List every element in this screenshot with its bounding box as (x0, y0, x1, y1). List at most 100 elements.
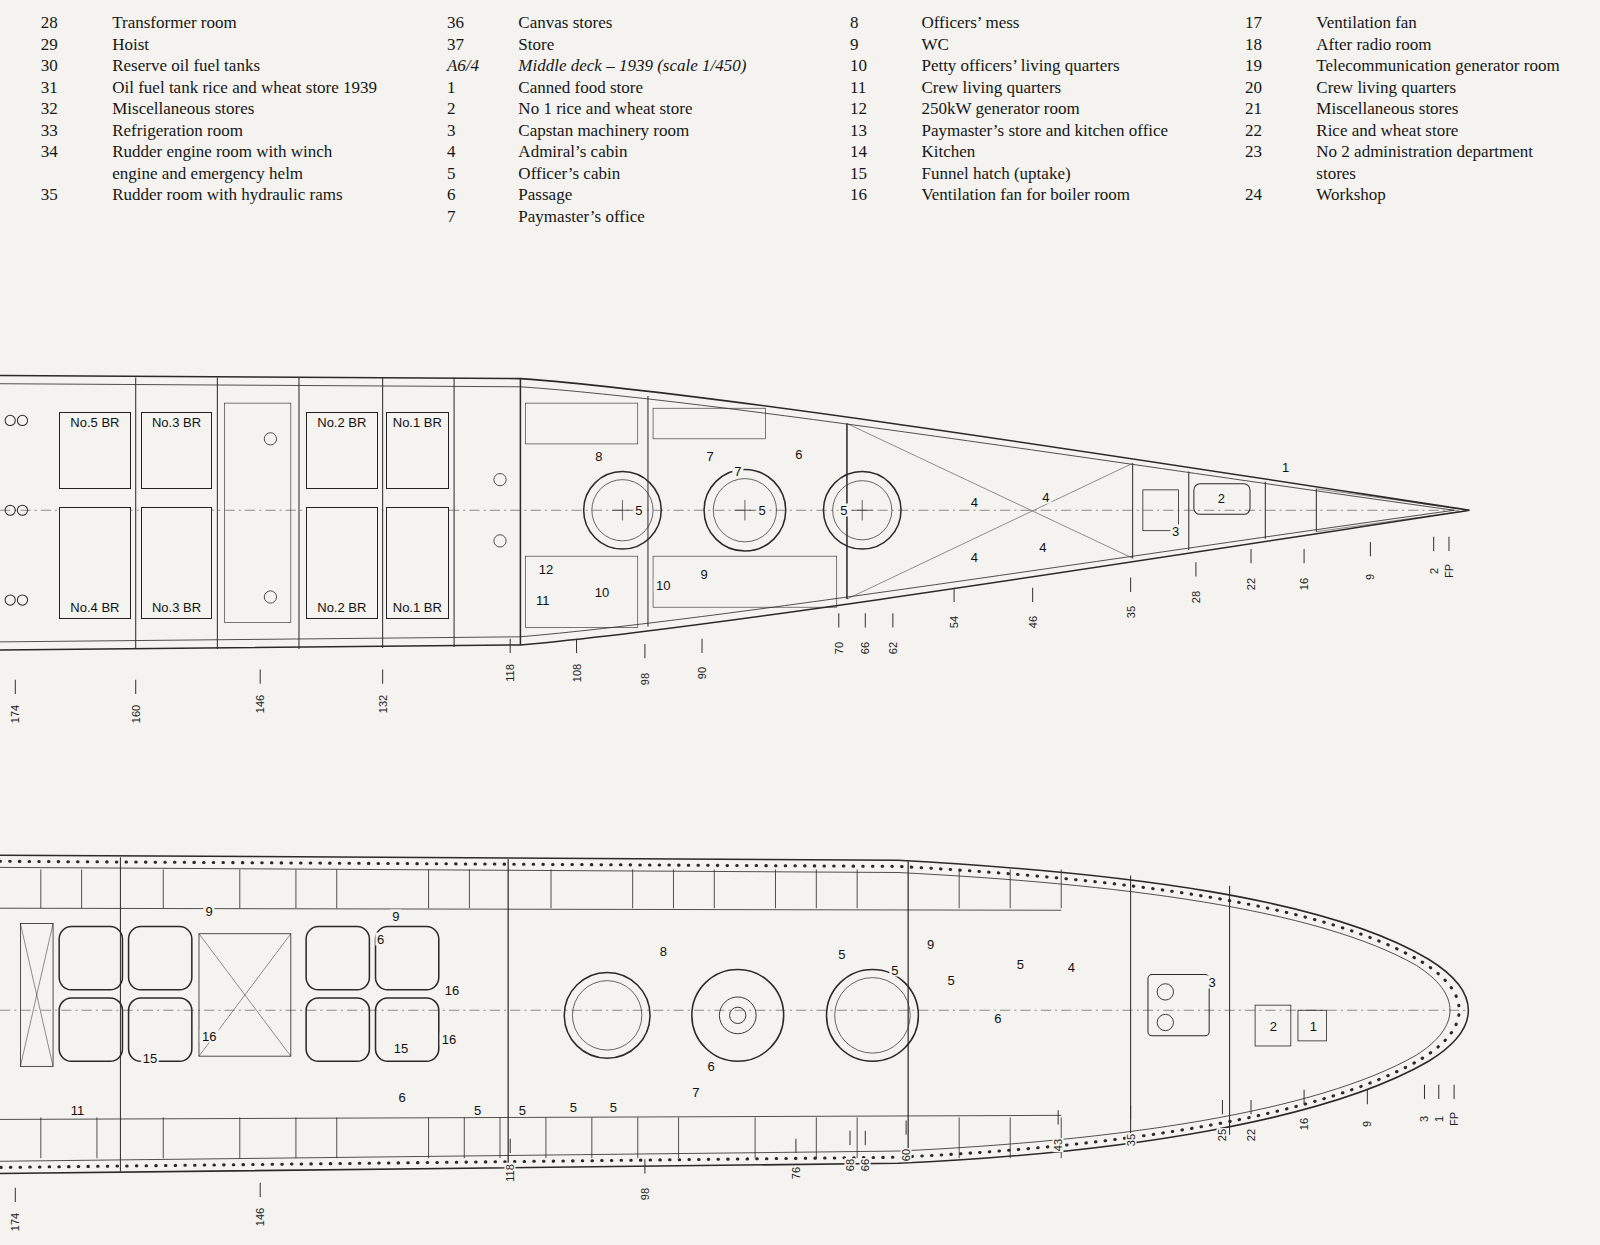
hull-line (954, 588, 955, 602)
hull-line (500, 1117, 501, 1158)
hull-line (1438, 1085, 1439, 1099)
frame-number: 46 (1027, 615, 1038, 629)
frame-number: 76 (790, 1166, 801, 1180)
hull-line (744, 500, 745, 520)
key-row: 33Refrigeration room (41, 120, 380, 142)
key-description: Funnel hatch (uptake) (921, 163, 1191, 185)
hull-line (892, 613, 893, 627)
hull-line (959, 869, 960, 908)
hull-line (264, 433, 276, 445)
key-row: 12250kW generator room (850, 98, 1192, 120)
callout-number: 6 (706, 1060, 717, 1073)
hull-line (5, 505, 15, 515)
hull-line (224, 403, 290, 622)
key-description: Canned food store (518, 77, 824, 99)
frame-number: 22 (1246, 577, 1257, 591)
hull-line (163, 1117, 164, 1158)
hull-line (469, 869, 470, 908)
key-row: 6Passage (447, 184, 825, 206)
hull-line (622, 500, 623, 520)
frame-number: 118 (505, 1164, 516, 1184)
callout-number: 6 (992, 1012, 1003, 1025)
key-description: No 1 rice and wheat store (518, 98, 824, 120)
frame-number: 174 (10, 1212, 21, 1232)
hull-line (1061, 869, 1062, 908)
boiler-room: No.5 BR (59, 412, 130, 489)
hull-line (1132, 463, 1133, 558)
hull-line (217, 378, 218, 649)
hull-line (704, 469, 786, 551)
key-number: 5 (447, 163, 518, 185)
hull-line (545, 1117, 546, 1158)
hull-line (17, 415, 27, 425)
key-row: 10Petty officers’ living quarters (850, 55, 1192, 77)
hull-line (494, 535, 506, 547)
key-description: Kitchen (921, 141, 1191, 163)
key-description: Reserve oil fuel tanks (112, 55, 379, 77)
key-number: 31 (41, 77, 112, 99)
hull-line (526, 403, 638, 444)
hull-line (730, 1007, 746, 1023)
hull-line (1265, 482, 1266, 539)
key-description: Petty officers’ living quarters (921, 55, 1191, 77)
key-number: 7 (447, 206, 518, 228)
key-description: Oil fuel tank rice and wheat store 1939 (112, 77, 379, 99)
hull-line (1157, 1014, 1173, 1030)
callout-number: 16 (443, 983, 461, 996)
callout-number: 5 (517, 1104, 528, 1117)
callout-number: 4 (1066, 961, 1077, 974)
key-number: 33 (41, 120, 112, 142)
hull-line (865, 1131, 866, 1145)
key-number: 23 (1245, 141, 1316, 163)
hull-line (591, 1117, 592, 1158)
hull-line (0, 855, 1468, 1173)
frame-number: 9 (1365, 572, 1376, 580)
callout-number: 5 (836, 948, 847, 961)
key-number: 3 (447, 120, 518, 142)
key-description: After radio room (1316, 34, 1569, 56)
callout-number: 7 (690, 1085, 701, 1098)
hull-line (644, 644, 645, 658)
key-row: 29Hoist (41, 34, 380, 56)
callout-number: 15 (392, 1041, 410, 1054)
frame-number: 62 (887, 641, 898, 655)
hull-line (551, 869, 552, 908)
boiler-room: No.3 BR (141, 412, 212, 489)
frame-number: 108 (571, 663, 582, 683)
key-number: 34 (41, 141, 112, 163)
hull-line (1316, 489, 1469, 510)
hull-line (20, 924, 53, 1067)
key-row: 9WC (850, 34, 1192, 56)
hull-line (849, 1131, 850, 1145)
hull-line (1298, 1010, 1327, 1041)
key-row: 15Funnel hatch (uptake) (850, 163, 1192, 185)
hull-line (135, 680, 136, 694)
hull-line (857, 869, 858, 908)
callout-number: 5 (1015, 958, 1026, 971)
hull-line (692, 969, 784, 1061)
key-row: 4Admiral’s cabin (447, 141, 825, 163)
hull-line (702, 639, 703, 653)
hull-line (260, 1183, 261, 1197)
hull-line (298, 378, 299, 649)
frame-number: 35 (1125, 605, 1136, 619)
hull-line (295, 1117, 296, 1158)
hull-line (1316, 489, 1317, 532)
hull-line (1454, 1085, 1455, 1099)
key-row: 22Rice and wheat store (1245, 120, 1569, 142)
hull-line (653, 556, 837, 607)
hull-line (81, 869, 82, 908)
key-row: 34Rudder engine room with winch engine a… (41, 141, 380, 184)
hull-line (1304, 1090, 1305, 1104)
hull-line (1194, 484, 1250, 515)
hull-line (713, 479, 776, 542)
hull-line (637, 1117, 638, 1158)
hull-line (494, 474, 506, 486)
key-description: No 2 administration department stores (1316, 141, 1569, 184)
hull-line (508, 859, 509, 1169)
key-row: 19Telecommunication generator room (1245, 55, 1569, 77)
hull-line (0, 1115, 1061, 1119)
callout-number: 4 (1040, 490, 1051, 503)
key-row: 20Crew living quarters (1245, 77, 1569, 99)
frame-number: 66 (860, 1158, 871, 1172)
